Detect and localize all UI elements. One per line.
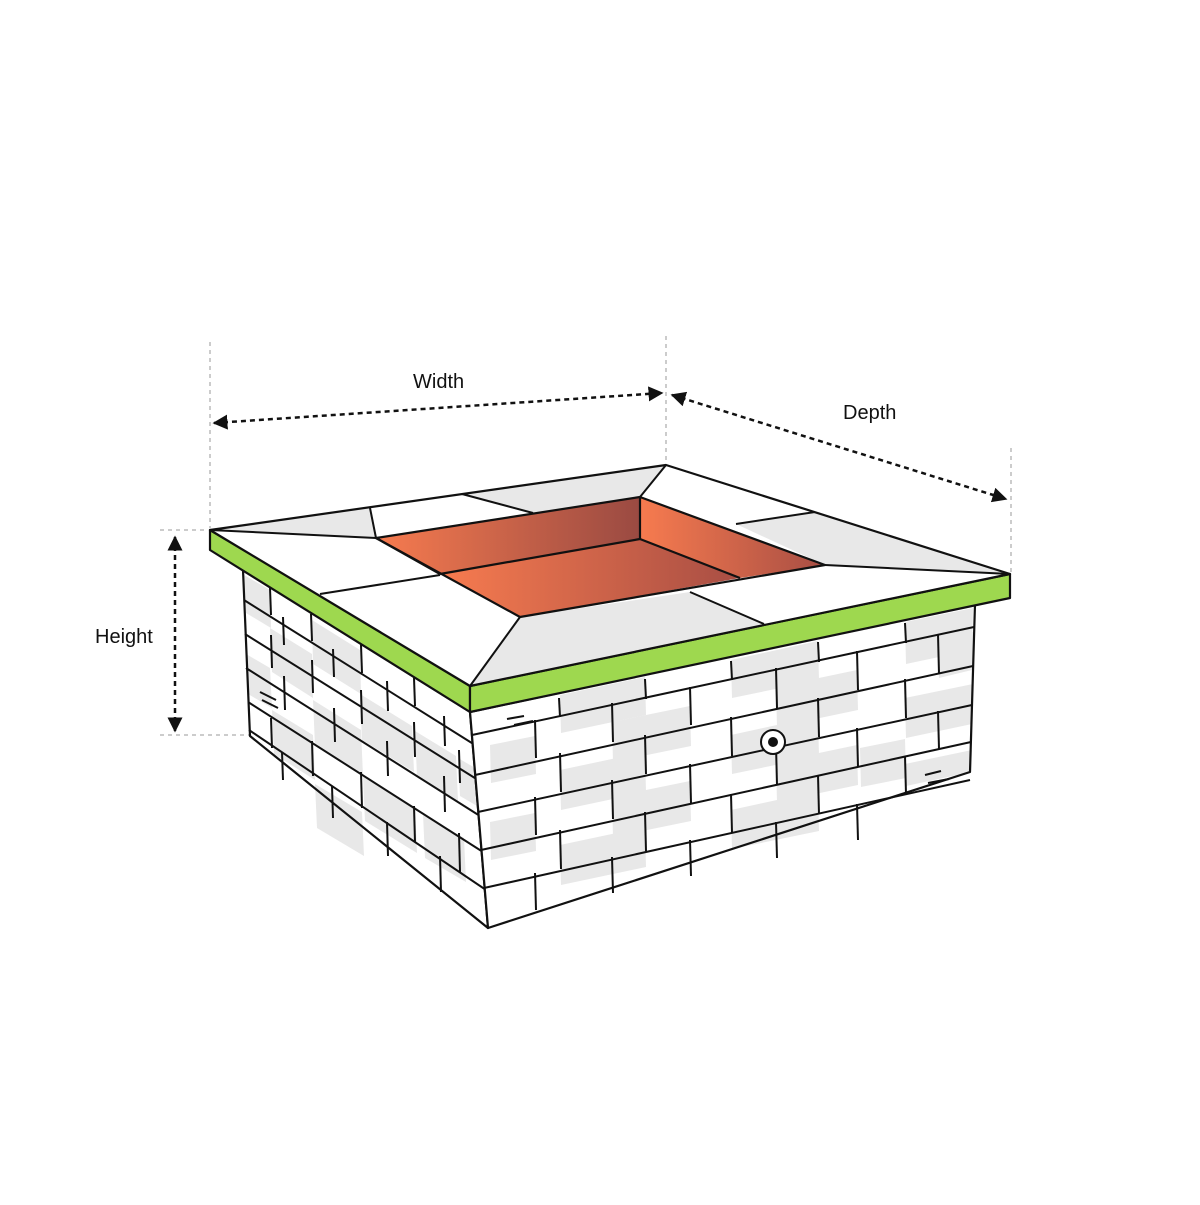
brick-mark — [506, 715, 950, 784]
cap-edge-band — [208, 528, 1012, 714]
brick-mark — [259, 691, 279, 709]
side-wall — [241, 568, 490, 930]
width-label: Width — [413, 371, 465, 393]
height-label: Height — [95, 626, 153, 648]
gas-key-icon — [760, 729, 786, 755]
depth-dimension-arrow — [670, 391, 1008, 503]
width-dimension-arrow — [212, 386, 664, 430]
depth-label: Depth — [843, 402, 897, 424]
fire-pit-bowl — [374, 495, 827, 619]
guide-lines — [160, 336, 1012, 736]
